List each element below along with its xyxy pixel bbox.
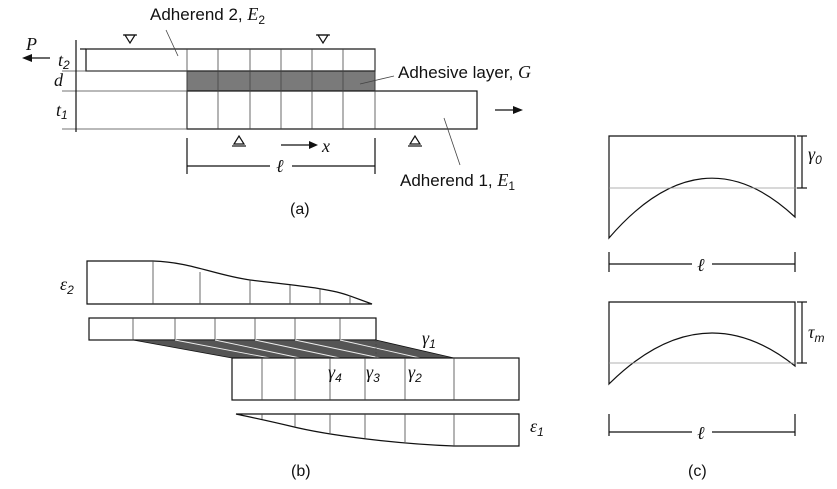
sheared-adhesive — [132, 339, 455, 359]
t2-label: t2 — [58, 50, 70, 72]
length-dimension-c-top — [608, 252, 796, 272]
adherend-2-label: Adherend 2, E2 — [150, 4, 265, 27]
eps1-grid — [261, 414, 455, 446]
element-grid-lines — [186, 49, 376, 129]
shear-strain-curve — [608, 135, 796, 240]
t1-label: t1 — [56, 100, 68, 122]
length-label-c-bottom: ℓ — [697, 423, 705, 443]
eps1-label: ε1 — [530, 416, 544, 439]
x-label: x — [321, 136, 330, 156]
shear-lines — [174, 339, 421, 359]
adherend-1-plate-b — [231, 357, 520, 401]
adherend-2-grid-b — [132, 318, 341, 340]
panel-b: ε2 ε1 γ1 γ4 γ3 γ2 (b) — [60, 260, 544, 480]
adherend-1-label: Adherend 1, E1 — [400, 170, 515, 193]
gamma-0-label: γ0 — [808, 144, 822, 167]
length-label-c-top: ℓ — [697, 255, 705, 275]
adherend-1-plate — [186, 90, 478, 130]
gamma-3-label: γ3 — [366, 362, 380, 385]
length-label-a: ℓ — [276, 156, 284, 176]
gamma-1-label: γ1 — [422, 328, 436, 351]
tau-m-dimension — [797, 301, 807, 364]
force-label: P — [25, 34, 37, 54]
shear-stress-curve — [608, 301, 796, 386]
panel-c: γ0 τm ℓ ℓ (c) — [608, 135, 824, 480]
support-triangles — [123, 34, 422, 147]
caption-a: (a) — [290, 201, 310, 218]
panel-a: Adherend 2, E2 Adhesive layer, G Adheren… — [22, 4, 531, 218]
adhesive-leader — [359, 75, 395, 85]
length-dimension-c-bottom — [608, 414, 796, 436]
adherend-1-leader — [443, 117, 461, 166]
force-arrows — [22, 54, 523, 114]
eps2-label: ε2 — [60, 274, 74, 297]
eps2-grid — [152, 261, 351, 304]
adhesive-layer-label: Adhesive layer, G — [398, 62, 531, 82]
caption-b: (b) — [291, 463, 311, 480]
gamma-4-label: γ4 — [328, 362, 342, 385]
tau-m-label: τm — [808, 322, 824, 345]
d-label: d — [54, 70, 64, 90]
gamma-2-label: γ2 — [408, 362, 422, 385]
caption-c: (c) — [688, 463, 707, 480]
adherend-2-plate — [85, 48, 376, 72]
adherend-2-plate-b — [88, 317, 377, 341]
gamma-0-dimension — [797, 135, 807, 189]
eps1-distribution — [235, 413, 520, 447]
adherend-2-leader — [165, 29, 179, 57]
adherend-1-grid-b — [261, 358, 455, 400]
length-dimension-a — [186, 138, 376, 174]
eps2-distribution — [86, 260, 373, 305]
thickness-dimension — [62, 40, 187, 132]
